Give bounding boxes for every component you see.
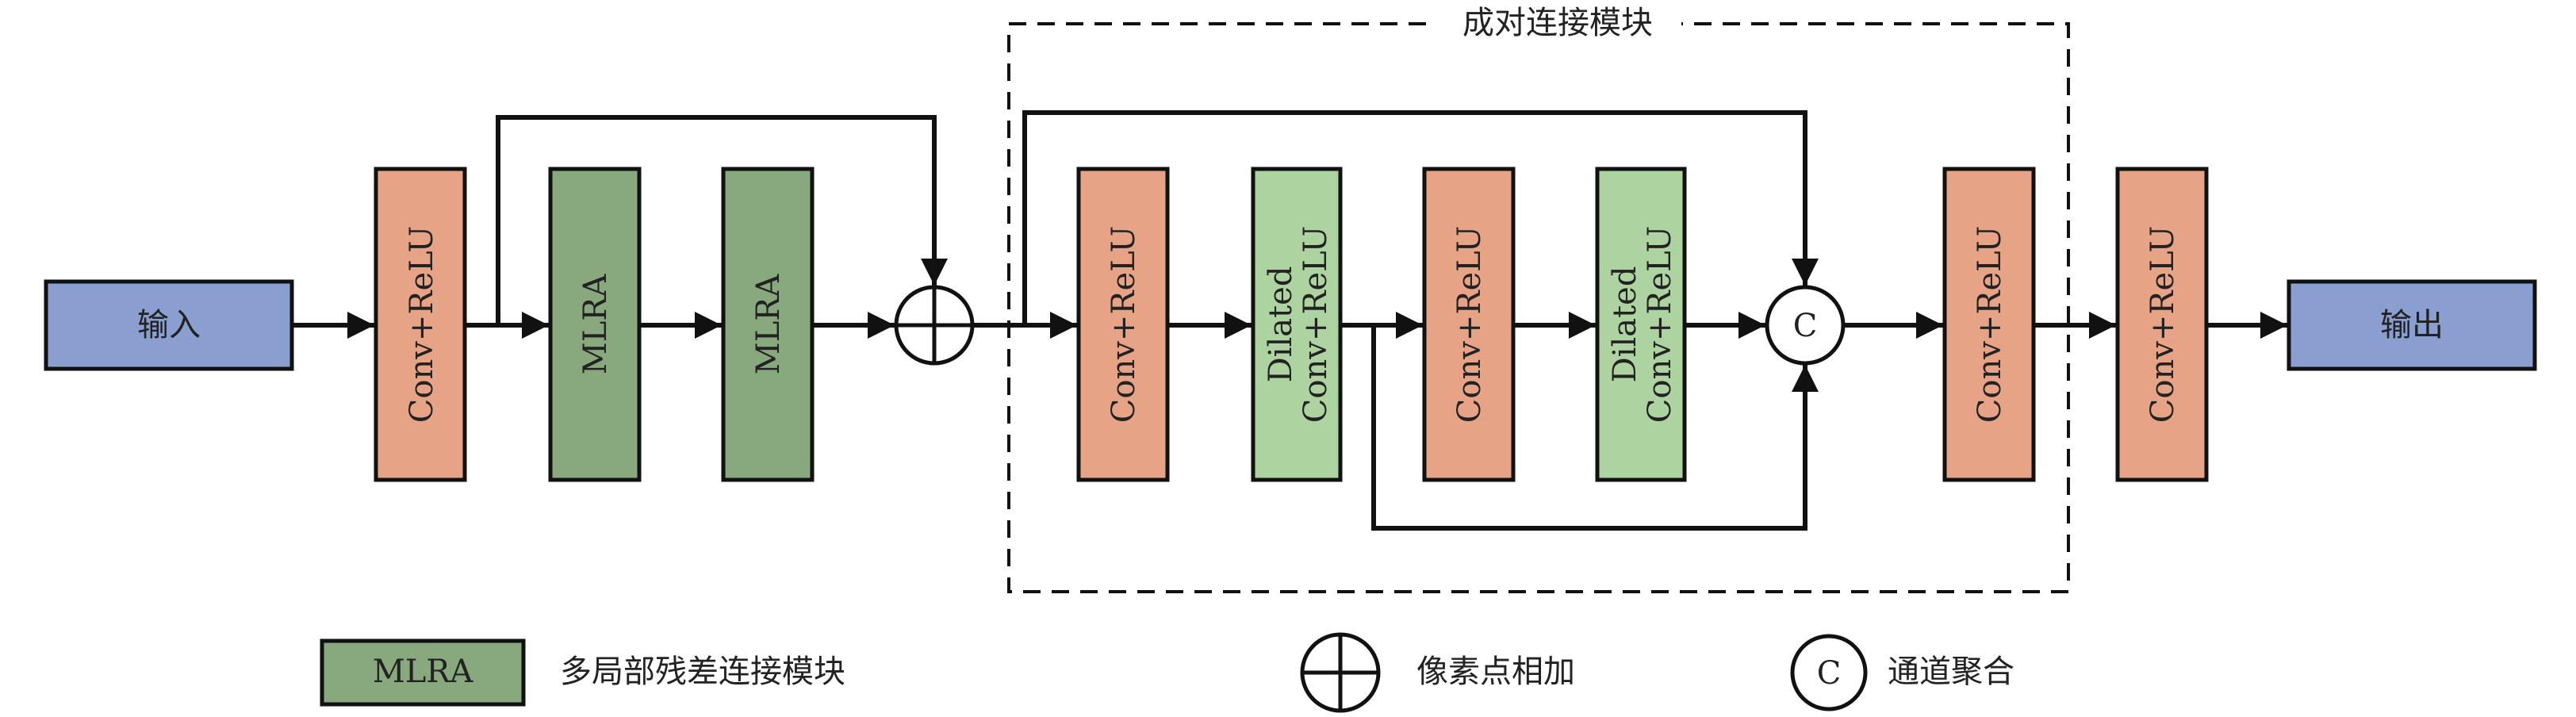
legend: MLRA 多局部残差连接模块 像素点相加 C 通道聚合 xyxy=(320,632,2014,713)
skip-conv1-to-add xyxy=(496,115,948,325)
input-box xyxy=(44,279,294,371)
conv-relu-block-5: Conv+ReLU xyxy=(2115,167,2209,482)
legend-add-desc: 像素点相加 xyxy=(1416,654,1575,690)
mlra-label: MLRA xyxy=(750,274,787,375)
concat-symbol-label: C xyxy=(1793,308,1818,344)
legend-mlra-swatch xyxy=(320,638,526,707)
conv-relu-block-2: Conv+ReLU xyxy=(1076,167,1170,482)
dilated-label-line1: Dilated xyxy=(1607,266,1643,383)
skip-add-to-concat xyxy=(1022,110,1819,325)
legend-concat-symbol-label: C xyxy=(1817,655,1842,692)
dilated-label-line2: Conv+ReLU xyxy=(1298,226,1334,423)
legend-concat-desc: 通道聚合 xyxy=(1888,654,2014,690)
concat-symbol: C xyxy=(1765,285,1846,366)
pairwise-connection-module-label: 成对连接模块 xyxy=(1462,5,1653,41)
output-box xyxy=(2287,279,2537,371)
output-label: 输出 xyxy=(2380,307,2444,343)
input-label: 输入 xyxy=(137,307,201,343)
dilated-conv-relu-block-1: Dilated Conv+ReLU xyxy=(1251,167,1343,482)
mlra-block-1: MLRA xyxy=(548,167,642,482)
skip-dilated1-to-concat xyxy=(1371,325,1819,531)
dilated-conv-relu-block-2: Dilated Conv+ReLU xyxy=(1595,167,1687,482)
conv-relu-label: Conv+ReLU xyxy=(2145,226,2181,423)
mlra-block-2: MLRA xyxy=(721,167,815,482)
conv-relu-block-1: Conv+ReLU xyxy=(374,167,467,482)
conv-relu-label: Conv+ReLU xyxy=(1106,226,1142,423)
legend-mlra-swatch-label: MLRA xyxy=(373,654,474,690)
dilated-label-line1: Dilated xyxy=(1263,266,1299,383)
connections xyxy=(293,110,2287,531)
legend-concat-symbol: C xyxy=(1790,634,1868,711)
pixel-add-symbol xyxy=(894,285,975,366)
conv-relu-label: Conv+ReLU xyxy=(404,226,440,423)
legend-add-symbol xyxy=(1300,632,1381,713)
dilated-label-line2: Conv+ReLU xyxy=(1642,226,1678,423)
conv-relu-block-4: Conv+ReLU xyxy=(1942,167,2036,482)
conv-relu-label: Conv+ReLU xyxy=(1451,226,1488,423)
conv-relu-label: Conv+ReLU xyxy=(1972,226,2008,423)
legend-mlra-desc: 多局部残差连接模块 xyxy=(560,654,845,690)
conv-relu-block-3: Conv+ReLU xyxy=(1422,167,1516,482)
mlra-label: MLRA xyxy=(577,274,614,375)
